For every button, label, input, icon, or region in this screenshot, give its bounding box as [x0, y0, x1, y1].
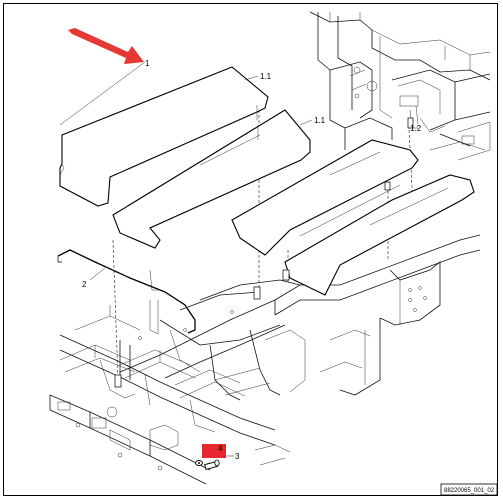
callout-1-2: 1.2 — [410, 124, 422, 133]
drawing-border — [3, 3, 498, 496]
panel-1-1-top — [59, 66, 269, 207]
callout-4: 4 — [218, 444, 223, 453]
panel-1-2-lower — [284, 174, 475, 296]
rear-frame-structure — [309, 11, 491, 161]
main-chassis-frame — [49, 234, 481, 485]
panel-1-rear — [231, 139, 419, 256]
callout-1: 1 — [145, 59, 150, 68]
callout-2: 2 — [82, 280, 87, 289]
leader-lines — [59, 61, 418, 457]
part-4-highlight-box — [202, 444, 226, 458]
part-2-bracket-rod — [57, 249, 196, 334]
mounting-posts — [114, 117, 414, 388]
red-pointer-arrow — [68, 28, 144, 64]
drawing-code-box — [440, 483, 498, 496]
part-3-bolt-and-washer — [195, 459, 220, 471]
drawing-code: 88220065_001_02 — [444, 488, 495, 494]
callout-1-1-middle: 1.1 — [314, 116, 326, 125]
callout-1-1-top: 1.1 — [260, 72, 272, 81]
callout-3: 3 — [235, 452, 240, 461]
panel-1-1-middle — [112, 109, 311, 249]
